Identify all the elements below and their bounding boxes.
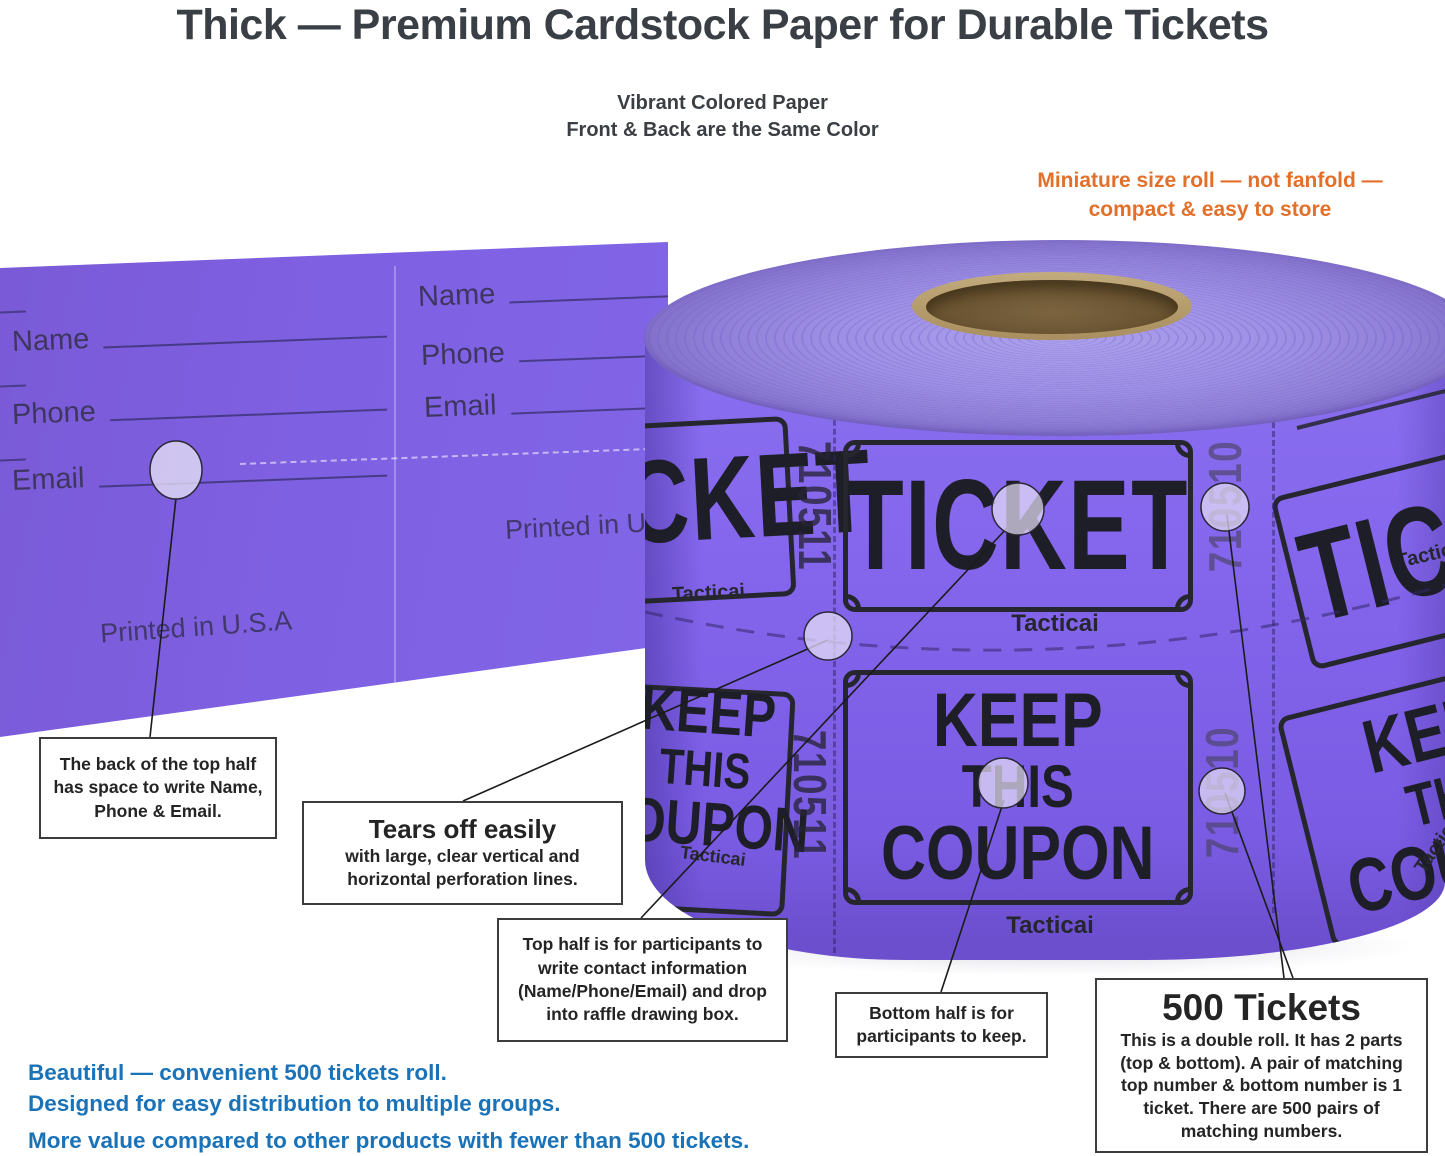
brand-text: Tacticai (1011, 610, 1099, 637)
name-row: Name (11, 312, 388, 359)
corner-notch (848, 675, 861, 688)
serial-number-left-bottom: 710511 (784, 729, 836, 861)
email-row: Email (423, 382, 668, 425)
size-note-line-1: Miniature size roll — not fanfold — (1037, 169, 1383, 192)
coupon-word: KEEP (933, 677, 1103, 763)
callout-text: Bottom half is for participants to keep. (856, 1002, 1027, 1046)
coupon-word: COUPON (881, 810, 1155, 896)
cardboard-core-hole (926, 280, 1178, 334)
page-title: Thick — Premium Cardstock Paper for Dura… (176, 1, 1269, 49)
line-stub (0, 384, 27, 388)
callout-text: with large, clear vertical and horizonta… (345, 845, 580, 889)
ticket-separation-fold (394, 266, 396, 712)
write-line (110, 408, 388, 422)
corner-notch (1175, 594, 1188, 607)
callout-text: This is a double roll. It has 2 parts (t… (1120, 1029, 1403, 1141)
benefit-line-2: Designed for easy distribution to multip… (28, 1091, 561, 1116)
keep-this-coupon-text: KEEP THIS COUPON (881, 677, 1155, 896)
corner-notch (1175, 445, 1188, 458)
phone-label: Phone (420, 336, 506, 372)
email-row: Email (11, 451, 388, 498)
callout-text: The back of the top half has space to wr… (53, 753, 263, 821)
name-row: Name (417, 271, 668, 314)
write-line (509, 295, 668, 304)
callout-title: 500 Tickets (1162, 987, 1361, 1029)
callout-tears-off-easily: Tears off easily with large, clear verti… (302, 801, 623, 905)
coupon-frame: KEEP THIS COUPON (843, 670, 1193, 905)
phone-row: Phone (420, 330, 668, 373)
phone-row: Phone (11, 385, 388, 432)
email-label: Email (423, 389, 498, 424)
corner-notch (1175, 887, 1188, 900)
vertical-perforation-line (1272, 413, 1275, 913)
email-label: Email (11, 462, 86, 497)
subtitle-line-2: Front & Back are the Same Color (566, 119, 879, 141)
printed-in-usa-text: Printed in U.S.A (99, 605, 293, 649)
brand-text: Tacticai (1006, 912, 1094, 939)
callout-text: Top half is for participants to write co… (518, 934, 767, 1025)
coupon-word: THIS (961, 753, 1075, 821)
phone-label: Phone (11, 395, 97, 431)
callout-title: Tears off easily (368, 813, 557, 844)
benefit-line-1: Beautiful — convenient 500 tickets roll. (28, 1060, 447, 1085)
name-label: Name (417, 278, 496, 313)
serial-number-right-bottom: 710510 (1196, 725, 1248, 859)
subtitle: Vibrant Colored Paper Front & Back are t… (0, 90, 1445, 144)
callout-500-tickets: 500 Tickets This is a double roll. It ha… (1095, 978, 1428, 1153)
subtitle-line-1: Vibrant Colored Paper (617, 92, 828, 114)
keep-this-coupon-partial: KEEP THIS COUPON (645, 674, 812, 867)
line-stub (0, 458, 27, 462)
ticket-strip-back: Name Phone Email Printed in U.S.A Name P… (0, 242, 668, 737)
benefit-line-3: More value compared to other products wi… (28, 1128, 750, 1153)
line-stub (0, 310, 27, 314)
write-line (103, 335, 388, 349)
callout-top-half: Top half is for participants to write co… (497, 918, 788, 1042)
name-label: Name (11, 323, 90, 358)
size-note-line-2: compact & easy to store (1088, 198, 1332, 221)
horizontal-perforation-line (645, 583, 1445, 652)
write-line (98, 474, 388, 488)
size-note: Miniature size roll — not fanfold — comp… (1008, 166, 1412, 224)
corner-notch (1175, 675, 1188, 688)
callout-back-of-top-half: The back of the top half has space to wr… (39, 737, 277, 839)
callout-bottom-half: Bottom half is for participants to keep. (835, 992, 1048, 1058)
